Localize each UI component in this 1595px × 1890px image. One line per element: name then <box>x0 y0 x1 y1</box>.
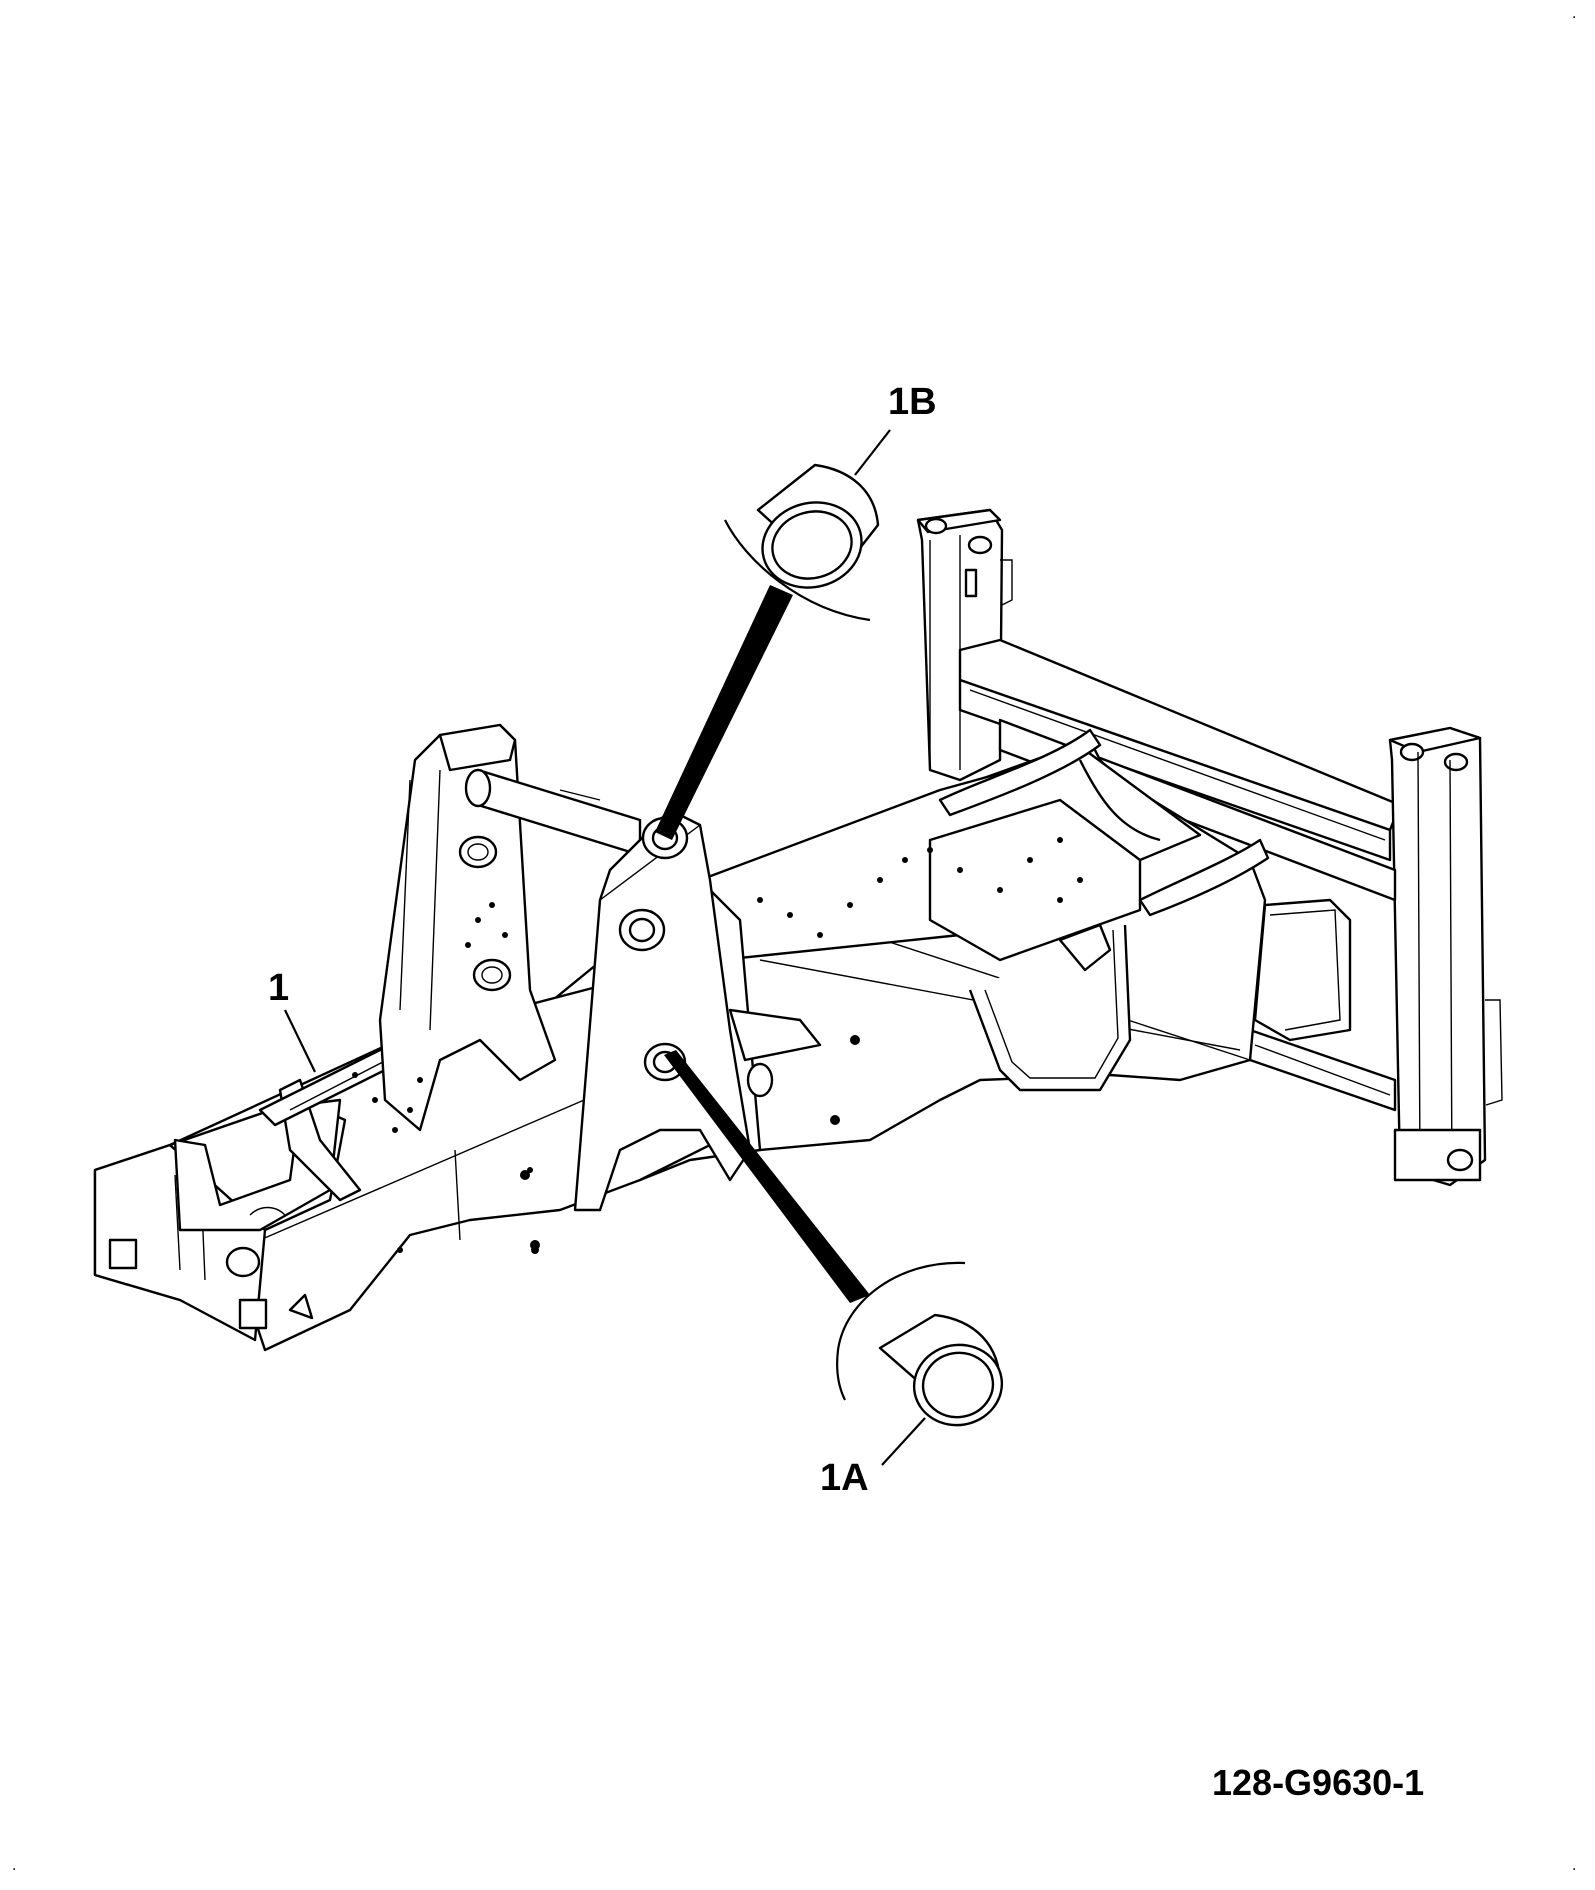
main-chassis <box>93 723 1270 1352</box>
drawing-code: 128-G9630-1 <box>1212 1762 1424 1803</box>
svg-text:.: . <box>1572 6 1576 22</box>
detail-bushing-1b <box>724 429 891 622</box>
callout-1a: 1A <box>820 1457 869 1499</box>
svg-text:.: . <box>1572 1858 1576 1874</box>
callout-1: 1 <box>268 967 289 1009</box>
leader-wedge-1b <box>655 585 793 840</box>
leader-line-1 <box>284 1009 316 1073</box>
fastener-holes <box>352 837 1083 1254</box>
leader-wedge-1a <box>664 1050 870 1303</box>
detail-bushing-1a <box>836 1261 1004 1466</box>
corner-marks: . . . <box>12 6 1576 1874</box>
svg-text:.: . <box>12 1858 16 1874</box>
bushing-middle <box>618 908 666 952</box>
callout-1b: 1B <box>888 381 937 423</box>
